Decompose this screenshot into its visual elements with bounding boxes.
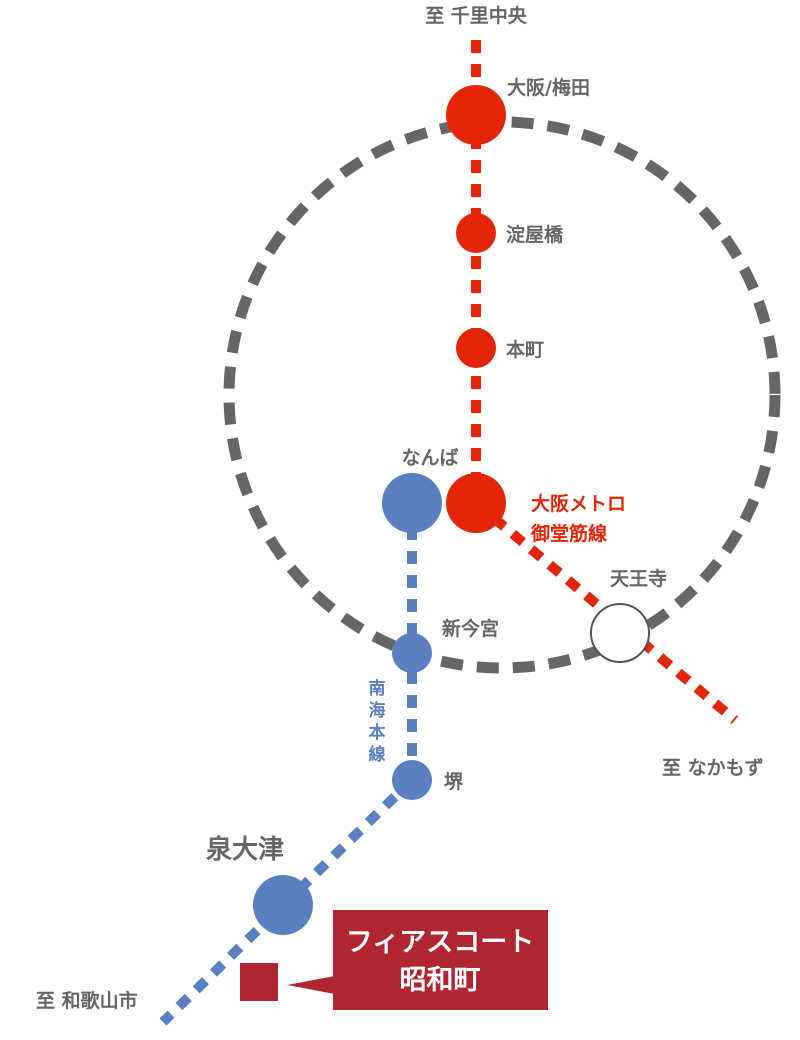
label-yodoyabashi: 淀屋橋	[506, 223, 564, 246]
direction-southwest: 至 和歌山市	[36, 989, 138, 1012]
property-name-line2: 昭和町	[400, 965, 481, 996]
label-sakai: 堺	[444, 771, 464, 793]
direction-southeast: 至 なかもず	[662, 757, 764, 779]
label-nankai-line-3: 本	[369, 722, 386, 743]
label-namba: なんば	[401, 447, 458, 469]
station-namba-nankai	[382, 473, 442, 533]
label-honmachi: 本町	[506, 338, 544, 361]
station-tennoji	[590, 603, 650, 663]
property-callout	[333, 910, 548, 1010]
station-honmachi	[456, 328, 496, 368]
label-umeda: 大阪/梅田	[507, 76, 590, 99]
label-midosuji-line-1: 大阪メトロ	[531, 492, 626, 515]
label-nankai-line-1: 南	[369, 678, 386, 699]
property-marker	[240, 963, 278, 1001]
label-tennoji: 天王寺	[610, 568, 667, 590]
station-yodoyabashi	[456, 213, 496, 253]
station-shinimamiya	[392, 633, 432, 673]
direction-north: 至 千里中央	[425, 4, 528, 27]
station-izumiotsu	[253, 875, 313, 935]
label-midosuji-line-2: 御堂筋線	[530, 522, 607, 545]
station-umeda	[446, 85, 506, 145]
label-nankai-line-4: 線	[369, 744, 386, 765]
label-izumiotsu: 泉大津	[206, 834, 284, 865]
label-nankai-line-2: 海	[369, 700, 386, 721]
station-namba-midosuji	[446, 473, 506, 533]
callout-pointer	[287, 975, 340, 995]
station-sakai	[392, 760, 432, 800]
label-shinimamiya: 新今宮	[442, 617, 499, 640]
osaka-loop-line	[223, 116, 781, 674]
property-name-line1: フィアスコート	[346, 927, 534, 958]
